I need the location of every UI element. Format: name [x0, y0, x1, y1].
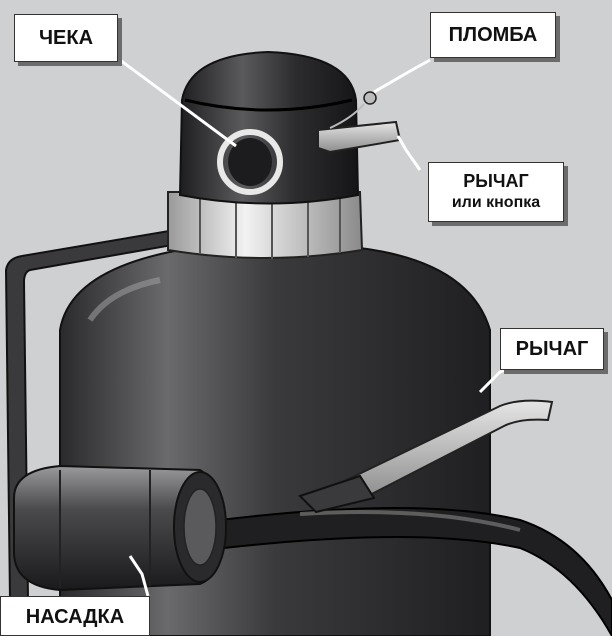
top-lever — [317, 120, 402, 154]
label-cheka: ЧЕКА — [14, 14, 118, 62]
leader-rychag-top — [396, 135, 422, 171]
collar-ridges — [199, 196, 341, 259]
valve-cap — [178, 50, 360, 205]
label-rychag-top-line1: РЫЧАГ — [463, 171, 529, 191]
label-cheka-text: ЧЕКА — [38, 27, 94, 49]
hose-lever — [327, 399, 554, 502]
leader-plomba — [373, 58, 431, 94]
leader-cheka — [119, 58, 237, 148]
label-plomba-text: ПЛОМБА — [448, 24, 538, 46]
label-rychag-right-text: РЫЧАГ — [515, 338, 589, 360]
label-plomba: ПЛОМБА — [430, 12, 556, 58]
label-rychag-right: РЫЧАГ — [500, 328, 604, 370]
label-nasadka: НАСАДКА — [0, 596, 150, 636]
leader-lines — [119, 58, 511, 597]
hose — [218, 507, 612, 636]
label-rychag-top-line2: или кнопка — [451, 194, 541, 211]
safety-pin-ring — [217, 129, 283, 195]
seal — [363, 91, 377, 105]
label-nasadka-text: НАСАДКА — [25, 606, 125, 628]
label-rychag-top: РЫЧАГ или кнопка — [428, 162, 564, 222]
leader-nasadka — [128, 555, 150, 597]
